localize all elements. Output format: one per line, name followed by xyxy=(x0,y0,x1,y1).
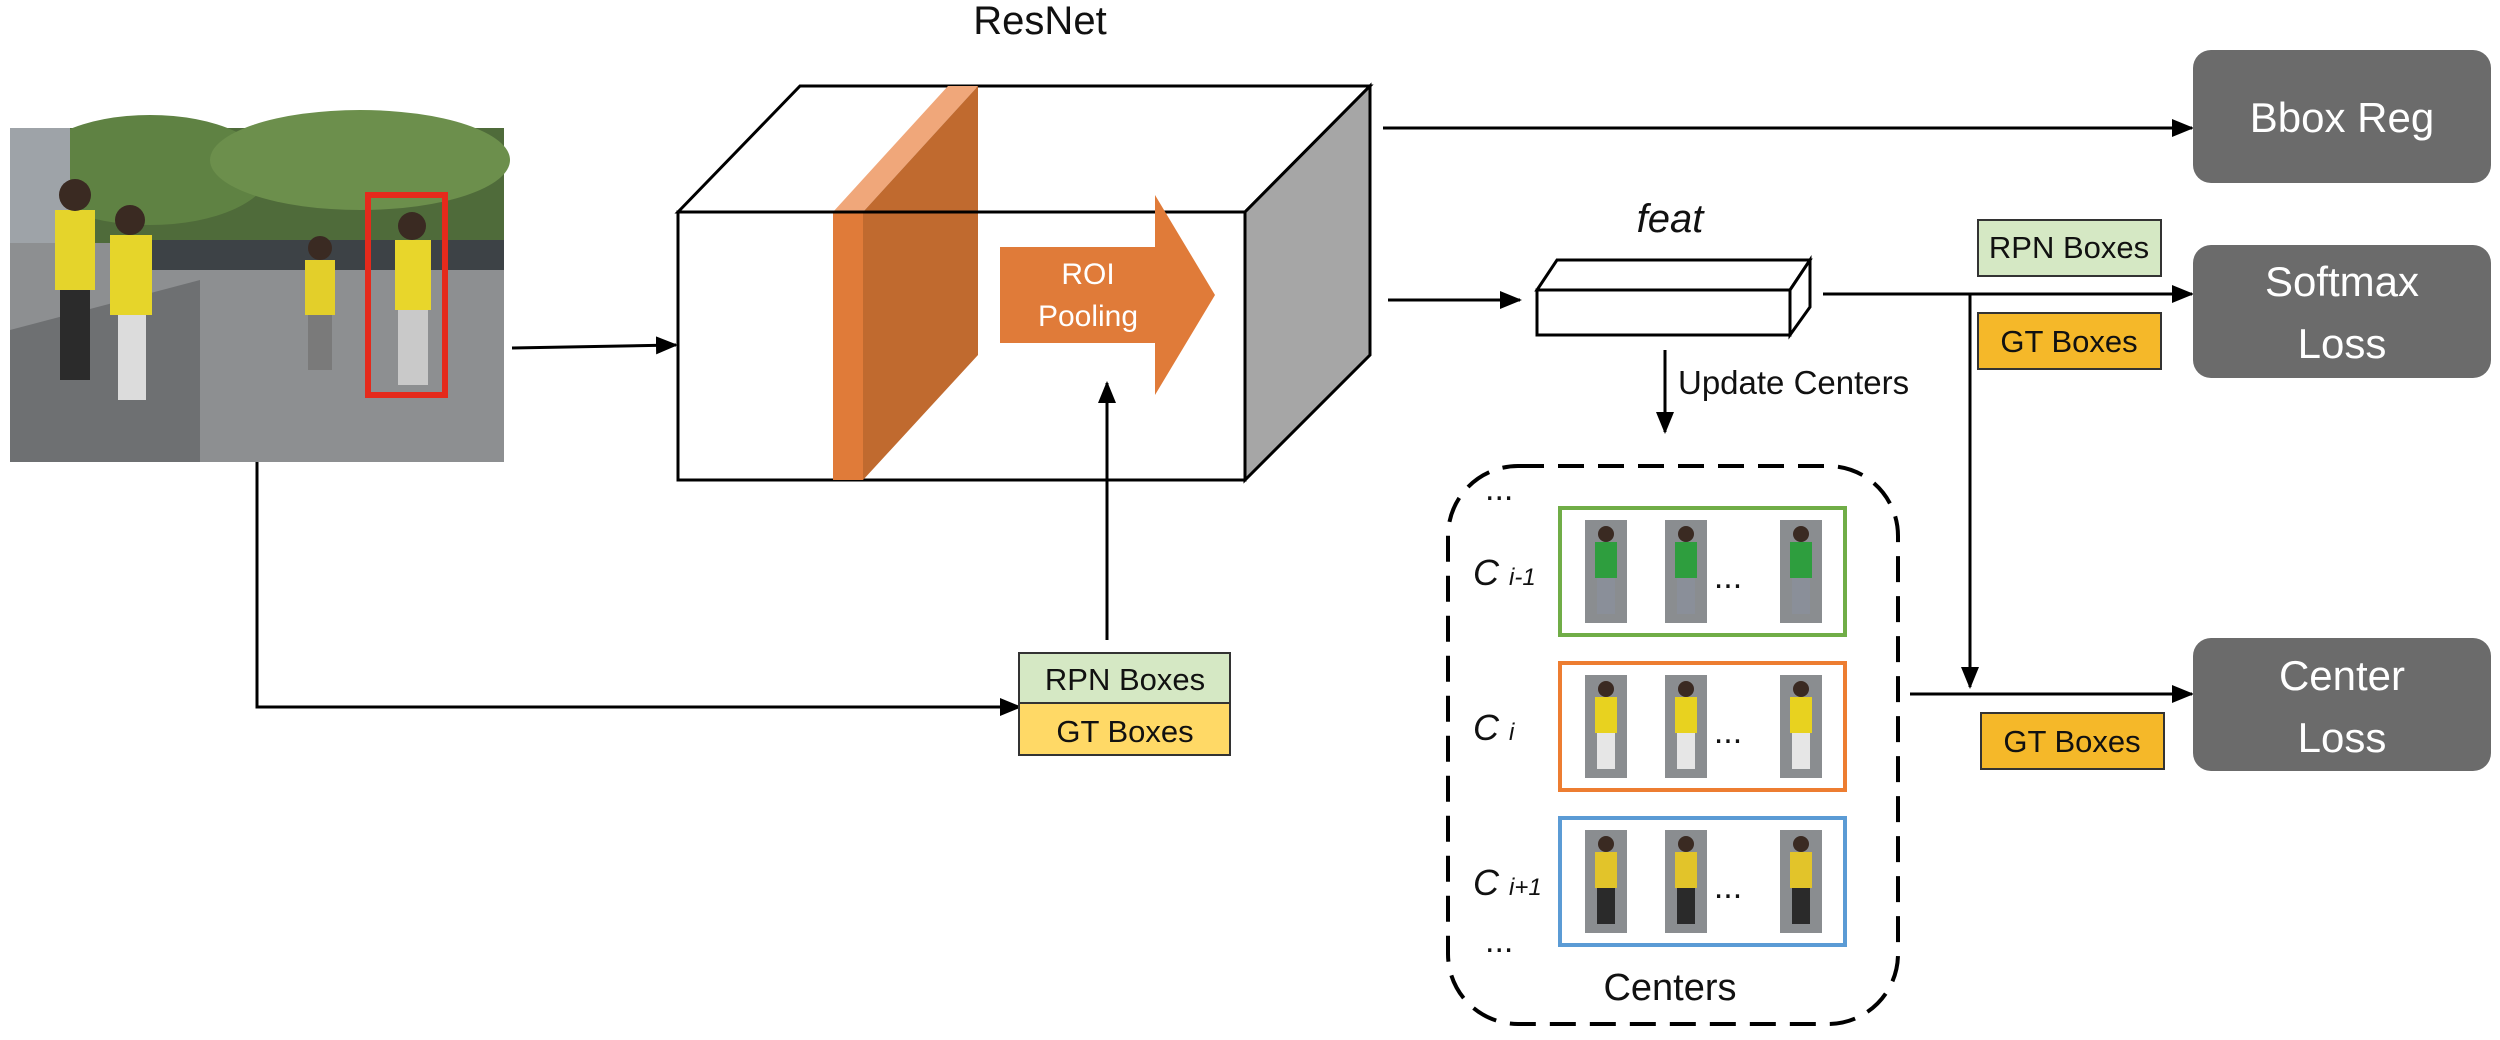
centers-ellipsis-bottom: ... xyxy=(1485,922,1513,960)
bbox-reg-box xyxy=(2193,50,2491,183)
softmax-loss-line1: Softmax xyxy=(2265,258,2419,305)
softmax-loss-line2: Loss xyxy=(2298,320,2387,367)
feat-label: feat xyxy=(1637,197,1706,241)
arrow-image-to-resnet xyxy=(511,336,678,355)
center-rows: C i-1... C i... C i+1... xyxy=(1473,506,1847,947)
roi-label-line1: ROI xyxy=(1061,258,1114,291)
softmax-rpn-tag xyxy=(1977,219,2162,277)
roi-pooling-arrow xyxy=(1000,195,1215,395)
centers-ellipsis-top: ... xyxy=(1485,470,1513,508)
softmax-rpn-label: RPN Boxes xyxy=(1989,230,2149,265)
person-thumbnail xyxy=(1780,675,1822,778)
center-row-ellipsis: ... xyxy=(1714,558,1742,596)
center-loss-line2: Loss xyxy=(2298,714,2387,761)
center-row-label: C i+1 xyxy=(1473,862,1542,903)
person-thumbnail xyxy=(1780,830,1822,933)
roi-label-line2: Pooling xyxy=(1038,300,1138,333)
center-gt-tag xyxy=(1980,712,2165,770)
bbox-reg-label: Bbox Reg xyxy=(2250,94,2434,141)
feature-map-side xyxy=(863,86,978,480)
feat-block xyxy=(1534,255,1813,340)
center-gt-label: GT Boxes xyxy=(2003,724,2140,759)
person-thumbnail xyxy=(1585,675,1627,778)
person-thumbnail xyxy=(1585,830,1627,933)
resnet-block xyxy=(674,82,1374,484)
person-thumbnail xyxy=(1780,520,1822,623)
softmax-gt-tag xyxy=(1977,312,2162,370)
person-thumbnail xyxy=(1585,520,1627,623)
gt-boxes-label: GT Boxes xyxy=(1056,714,1193,749)
center-row-ellipsis: ... xyxy=(1714,868,1742,906)
person-thumbnail xyxy=(1665,675,1707,778)
centers-title: Centers xyxy=(1603,967,1736,1009)
input-scene-image xyxy=(10,110,510,462)
rpn-boxes-label: RPN Boxes xyxy=(1045,662,1205,697)
center-row-ellipsis: ... xyxy=(1714,713,1742,751)
center-row-label: C i xyxy=(1473,707,1515,748)
center-loss-box xyxy=(2193,638,2491,771)
arrow-image-to-boxes xyxy=(255,462,1022,716)
gt-boxes-tag xyxy=(1018,702,1231,756)
feature-map-front xyxy=(833,212,863,480)
feature-map-top xyxy=(833,86,978,212)
center-row-label: C i-1 xyxy=(1473,552,1536,593)
center-loss-line1: Center xyxy=(2279,652,2405,699)
target-person-bbox xyxy=(365,192,448,398)
person-thumbnail xyxy=(1665,520,1707,623)
centers-container xyxy=(1446,464,1900,1026)
update-centers-label: Update Centers xyxy=(1678,364,1909,401)
softmax-loss-box xyxy=(2193,245,2491,378)
person-thumbnail xyxy=(1665,830,1707,933)
softmax-gt-label: GT Boxes xyxy=(2000,324,2137,359)
resnet-title: ResNet xyxy=(973,0,1106,43)
